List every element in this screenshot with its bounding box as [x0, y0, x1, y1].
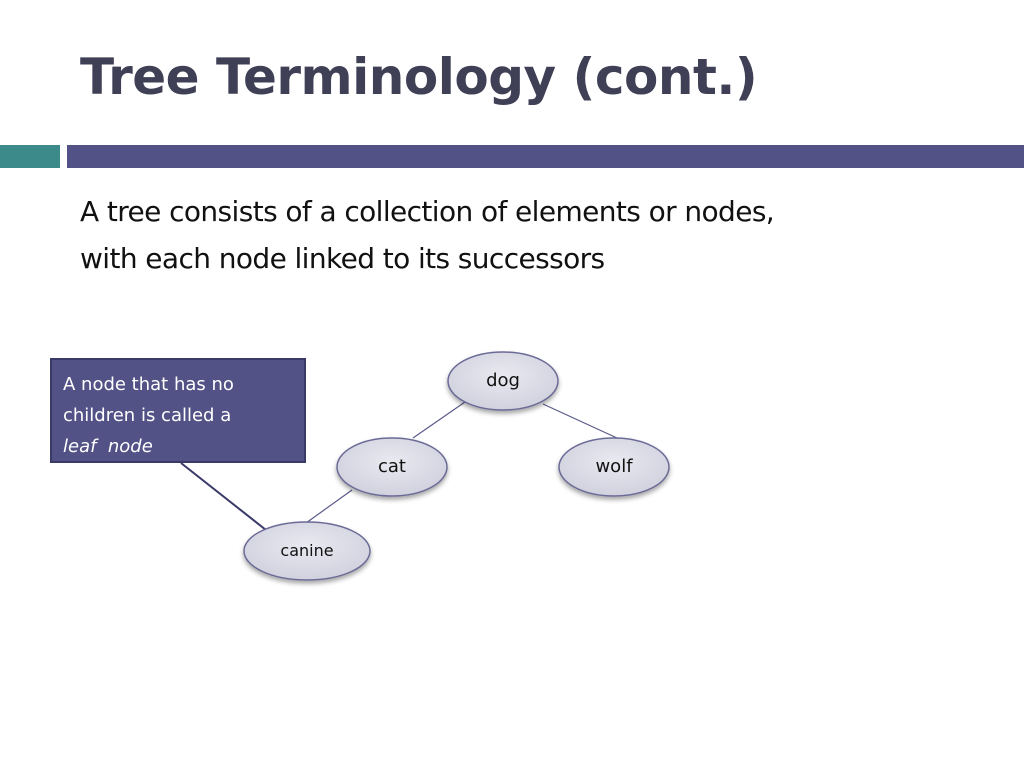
slide-title: Tree Terminology (cont.)	[80, 48, 758, 106]
edge-dog-cat	[412, 401, 466, 439]
callout-term: leaf node	[63, 436, 153, 457]
node-label-wolf: wolf	[595, 456, 633, 477]
node-label-dog: dog	[486, 370, 520, 391]
node-label-canine: canine	[280, 541, 334, 560]
callout-line-2: children is called a	[63, 405, 232, 426]
body-text: A tree consists of a collection of eleme…	[80, 188, 980, 282]
title-accent-bar	[67, 145, 1024, 168]
node-cat	[336, 437, 448, 497]
title-accent-teal	[0, 145, 60, 168]
edge-cat-canine	[305, 489, 353, 524]
leaf-node-callout: A node that has no children is called a …	[50, 358, 306, 463]
node-dog	[447, 351, 559, 411]
edge-dog-wolf	[542, 403, 618, 439]
body-line-1: A tree consists of a collection of eleme…	[80, 195, 775, 228]
node-canine	[243, 521, 371, 581]
node-wolf	[558, 437, 670, 497]
body-line-2: with each node linked to its successors	[80, 242, 605, 275]
callout-line-1: A node that has no	[63, 374, 234, 395]
node-label-cat: cat	[378, 456, 406, 477]
callout-pointer	[180, 462, 267, 531]
